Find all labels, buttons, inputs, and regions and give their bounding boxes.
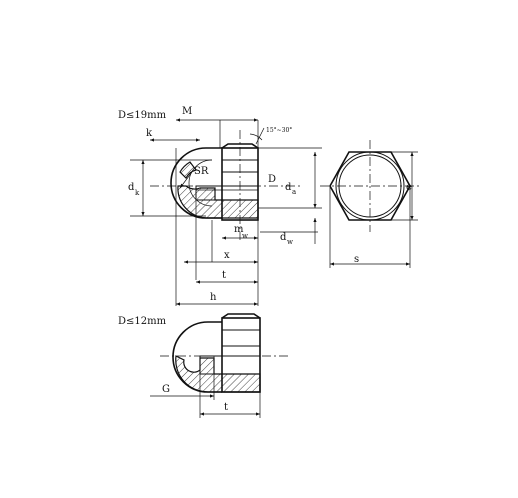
label-da-sub: a: [292, 188, 296, 196]
leader-SR: [179, 171, 193, 189]
dome-upper-hatch: [179, 161, 198, 180]
label-dw: d: [280, 232, 287, 243]
label-h: h: [210, 292, 217, 303]
lower-label-t: t: [224, 402, 228, 413]
upper-section-view: D≤19mm M k SR d k D d a m w d w x t h 15…: [118, 106, 322, 306]
label-angle: 15°~30°: [266, 127, 292, 134]
hex-end-view: e s: [320, 140, 420, 268]
label-G: G: [162, 384, 170, 395]
lower-hex-chamfer: [221, 313, 261, 319]
label-M: M: [182, 106, 192, 117]
label-dk: d: [128, 182, 135, 193]
label-SR: SR: [194, 166, 209, 177]
label-dw-sub: w: [287, 238, 293, 246]
label-e: e: [406, 182, 412, 193]
label-s: s: [354, 254, 359, 265]
lower-title: D≤12mm: [118, 316, 167, 327]
label-m: m: [234, 224, 244, 235]
label-k: k: [146, 128, 153, 139]
label-D: D: [268, 174, 276, 185]
label-w: w: [242, 232, 248, 240]
angle-arc: [249, 133, 263, 141]
label-da: d: [285, 182, 292, 193]
label-t: t: [222, 270, 226, 281]
label-dk-sub: k: [135, 189, 140, 197]
leader-angle: [255, 127, 265, 145]
upper-title: D≤19mm: [118, 110, 167, 121]
label-x: x: [224, 250, 230, 261]
dome-section-hatch: [177, 185, 259, 219]
lower-section-view: D≤12mm G t: [118, 313, 290, 418]
